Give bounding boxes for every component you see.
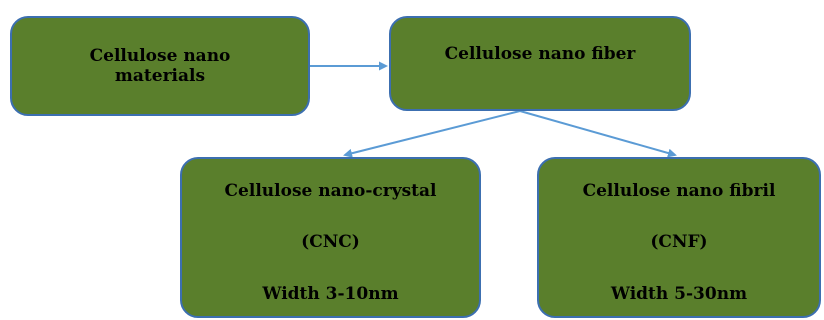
node-materials-line2: materials — [114, 66, 206, 86]
arrow-fiber-to-cnf — [519, 110, 677, 158]
node-cellulose-nano-fiber: Cellulose nano fiber — [389, 16, 691, 111]
node-materials-line1: Cellulose nano — [89, 45, 231, 66]
node-cnc-width: Width 3-10nm — [262, 283, 399, 304]
node-cellulose-nano-materials: Cellulose nano materials — [10, 16, 310, 116]
node-cnf-width: Width 5-30nm — [610, 283, 748, 304]
node-cnc-abbr: (CNC) — [301, 232, 360, 253]
node-cnc-title: Cellulose nano-crystal — [224, 181, 437, 201]
node-cellulose-nano-fibril: Cellulose nano fibril (CNF) Width 5-30nm — [537, 157, 821, 318]
node-cellulose-nano-crystal: Cellulose nano-crystal (CNC) Width 3-10n… — [180, 157, 481, 318]
node-fiber-label: Cellulose nano fiber — [444, 44, 636, 64]
node-cnf-title: Cellulose nano fibril — [582, 181, 776, 201]
node-cnf-abbr: (CNF) — [650, 232, 708, 253]
arrow-fiber-to-cnc — [343, 110, 521, 158]
